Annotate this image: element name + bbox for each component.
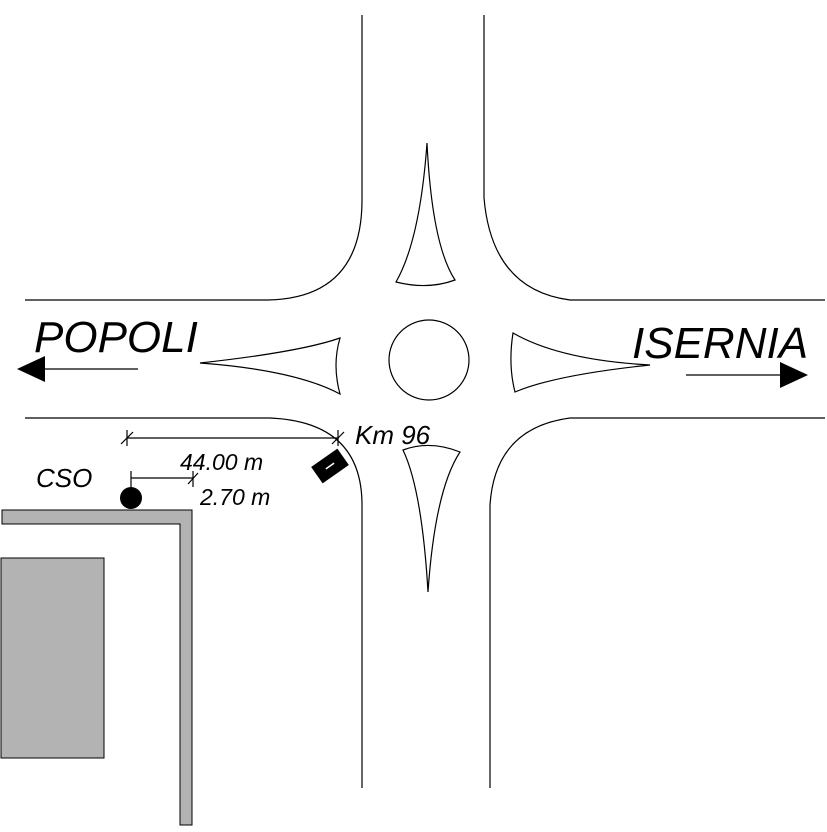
central-island (388, 319, 470, 401)
label-distance-from-edge: 2.70 m (199, 484, 270, 510)
splitter-island-west (199, 337, 341, 396)
splitter-island-north (395, 142, 456, 287)
filled-circle-icon (120, 487, 142, 509)
label-station: CSO (36, 463, 92, 493)
road-edges (25, 15, 825, 788)
arrow-left-icon (17, 356, 138, 382)
road-edge-sw (25, 417, 363, 788)
building (0, 557, 105, 759)
splitter-islands (199, 142, 651, 593)
label-distance-along-road: 44.00 m (180, 449, 263, 475)
rotated-rectangle-icon (311, 448, 349, 484)
label-kilometer-marker: Km 96 (355, 420, 431, 450)
dimension-along-road (120, 430, 345, 446)
label-west-direction: POPOLI (34, 313, 198, 362)
road-edge-se (489, 417, 825, 788)
road-edge-nw (25, 15, 363, 301)
splitter-island-south (402, 444, 461, 593)
boundary-wall (1, 509, 193, 826)
road-edge-ne (483, 15, 825, 301)
splitter-island-east (510, 332, 651, 393)
label-east-direction: ISERNIA (632, 319, 808, 368)
arrow-right-icon (686, 362, 808, 388)
